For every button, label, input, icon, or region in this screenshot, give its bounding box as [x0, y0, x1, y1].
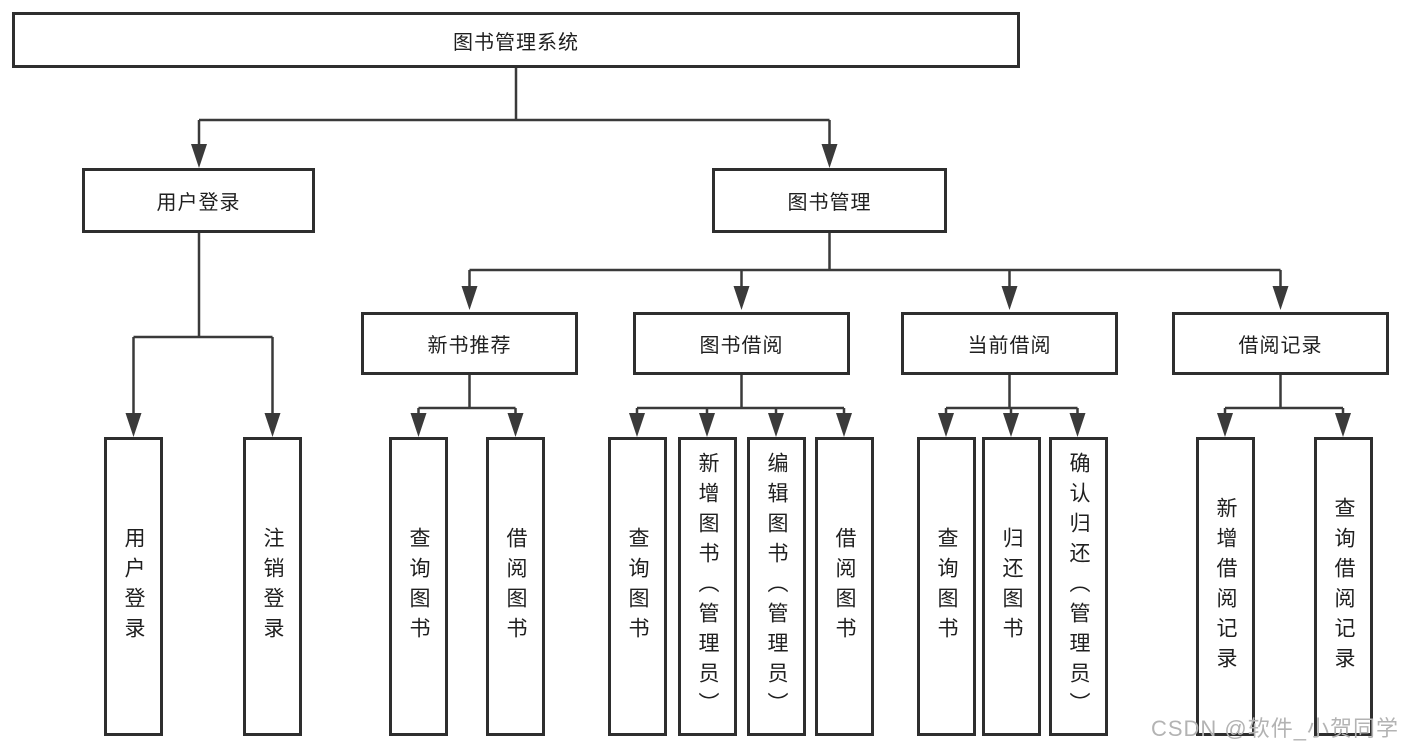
- leaf-query-borrow-record: 查询借阅记录: [1314, 437, 1373, 736]
- node-label: 图书管理: [787, 192, 872, 214]
- connector-arrows: [125, 144, 1351, 437]
- node-label: 查询图书: [626, 526, 649, 647]
- node-label: 借阅图书: [833, 526, 856, 647]
- csdn-watermark: CSDN @软件_小贺同学: [1150, 716, 1399, 741]
- leaf-query-books-current: 查询图书: [917, 437, 976, 736]
- node-label: 查询借阅记录: [1332, 496, 1355, 677]
- node-label: 图书管理系统: [453, 31, 579, 54]
- node-label: 归还图书: [1000, 526, 1023, 647]
- leaf-add-borrow-record: 新增借阅记录: [1196, 437, 1255, 736]
- node-book-management-system: 图书管理系统: [12, 12, 1020, 68]
- node-book-borrowing: 图书借阅: [633, 312, 850, 375]
- node-label: 当前借阅: [967, 335, 1052, 357]
- node-label: 查询图书: [407, 526, 430, 647]
- node-current-borrowing: 当前借阅: [901, 312, 1118, 375]
- node-label: 图书借阅: [699, 335, 784, 357]
- node-label: 借阅图书: [504, 526, 527, 647]
- leaf-borrow-books-recommendation: 借阅图书: [486, 437, 545, 736]
- leaf-add-books-admin: 新增图书（管理员）: [678, 437, 737, 736]
- leaf-logout: 注销登录: [243, 437, 302, 736]
- node-book-management: 图书管理: [712, 168, 947, 233]
- leaf-query-books-borrowing: 查询图书: [608, 437, 667, 736]
- node-label: 用户登录: [156, 192, 241, 214]
- node-user-login: 用户登录: [82, 168, 315, 233]
- node-borrowing-records: 借阅记录: [1172, 312, 1389, 375]
- node-label: 用户登录: [122, 526, 145, 647]
- node-label: 借阅记录: [1238, 335, 1323, 357]
- leaf-edit-books-admin: 编辑图书（管理员）: [747, 437, 806, 736]
- node-label: 查询图书: [935, 526, 958, 647]
- node-label: 注销登录: [261, 526, 284, 647]
- leaf-confirm-return-admin: 确认归还（管理员）: [1049, 437, 1108, 736]
- node-label: 新增借阅记录: [1214, 496, 1237, 677]
- leaf-user-login: 用户登录: [104, 437, 163, 736]
- node-label: 新书推荐: [427, 335, 512, 357]
- leaf-borrow-books: 借阅图书: [815, 437, 874, 736]
- leaf-query-books-recommendation: 查询图书: [389, 437, 448, 736]
- node-new-book-recommendation: 新书推荐: [361, 312, 578, 375]
- leaf-return-books: 归还图书: [982, 437, 1041, 736]
- node-label: 确认归还（管理员）: [1067, 451, 1090, 722]
- node-label: 编辑图书（管理员）: [765, 451, 788, 722]
- node-label: 新增图书（管理员）: [696, 451, 719, 722]
